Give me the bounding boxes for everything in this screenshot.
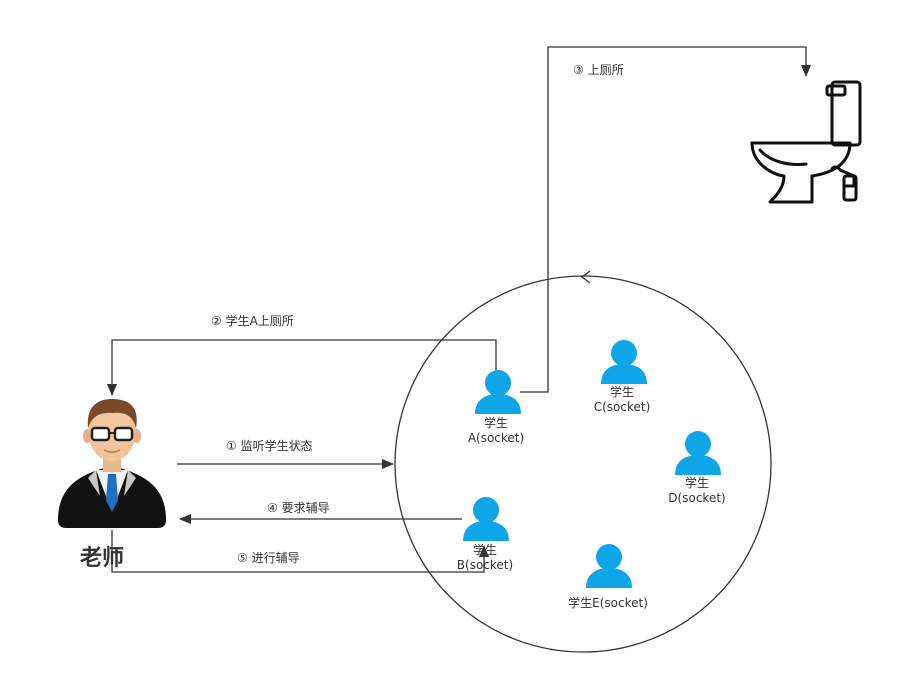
toilet-icon [750, 80, 862, 204]
student-e-label: 学生E(socket) [568, 596, 648, 610]
edge-toilet [520, 46, 811, 393]
student-b-icon [463, 497, 509, 541]
edge-report-label: ② 学生A上厕所 [211, 314, 294, 328]
edge-toilet-label: ③ 上厕所 [573, 63, 624, 77]
student-e-icon [586, 544, 632, 588]
student-a-label-1: 学生 [483, 416, 509, 430]
teacher-label: 老师 [80, 546, 125, 571]
edge-listen-label: ① 监听学生状态 [226, 439, 313, 453]
teacher-avatar-icon [58, 399, 166, 528]
circle-direction-arrow [580, 270, 591, 284]
edge-tutor-label: ⑤ 进行辅导 [237, 551, 300, 565]
edge-tutor [111, 530, 489, 573]
edge-report [107, 339, 497, 396]
student-c-label-1: 学生 [609, 385, 635, 399]
student-c-label-2: C(socket) [593, 400, 651, 414]
student-b-label-2: B(socket) [456, 558, 514, 572]
student-a-label-2: A(socket) [467, 431, 525, 445]
student-a-icon [475, 370, 521, 414]
student-b-label-1: 学生 [472, 543, 498, 557]
student-d-icon [675, 431, 721, 475]
edge-request-label: ④ 要求辅导 [267, 501, 330, 515]
student-d-label-2: D(socket) [668, 491, 726, 505]
student-d-label-1: 学生 [684, 476, 710, 490]
student-c-icon [601, 340, 647, 384]
